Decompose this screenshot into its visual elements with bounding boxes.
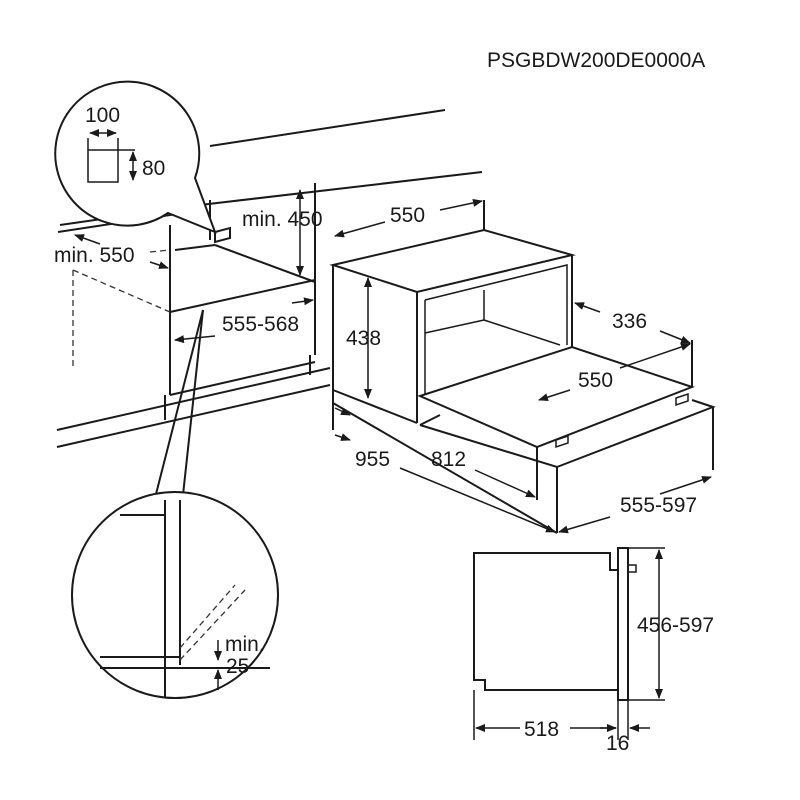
min-depth-label: min. 550 xyxy=(54,244,135,267)
open-depth-drawer-label: 812 xyxy=(431,448,466,471)
drawer-width-label: 550 xyxy=(578,369,613,392)
model-code: PSGBDW200DE0000A xyxy=(487,49,705,72)
vent-height-label: 80 xyxy=(142,157,165,180)
front-height-label: 456-597 xyxy=(637,614,714,637)
min-height-label: min. 450 xyxy=(242,208,323,231)
niche-width-label: 555-568 xyxy=(222,313,299,336)
front-width-label: 555-597 xyxy=(620,494,697,517)
appliance-height-label: 438 xyxy=(346,327,381,350)
vent-width-label: 100 xyxy=(85,104,120,127)
gap-detail-magnifier xyxy=(71,491,279,699)
gap-value-label: 25 xyxy=(226,655,249,678)
appliance-width-label: 550 xyxy=(390,204,425,227)
vent-detail-magnifier xyxy=(54,80,217,234)
side-view-drawing xyxy=(473,547,665,740)
body-depth-label: 518 xyxy=(524,718,559,741)
drawer-depth-label: 336 xyxy=(612,310,647,333)
front-thickness-label: 16 xyxy=(606,732,629,755)
appliance-drawing xyxy=(329,198,716,534)
gap-min-label: min. xyxy=(225,633,265,656)
cabinet-niche xyxy=(56,109,483,499)
open-depth-total-label: 955 xyxy=(355,448,390,471)
